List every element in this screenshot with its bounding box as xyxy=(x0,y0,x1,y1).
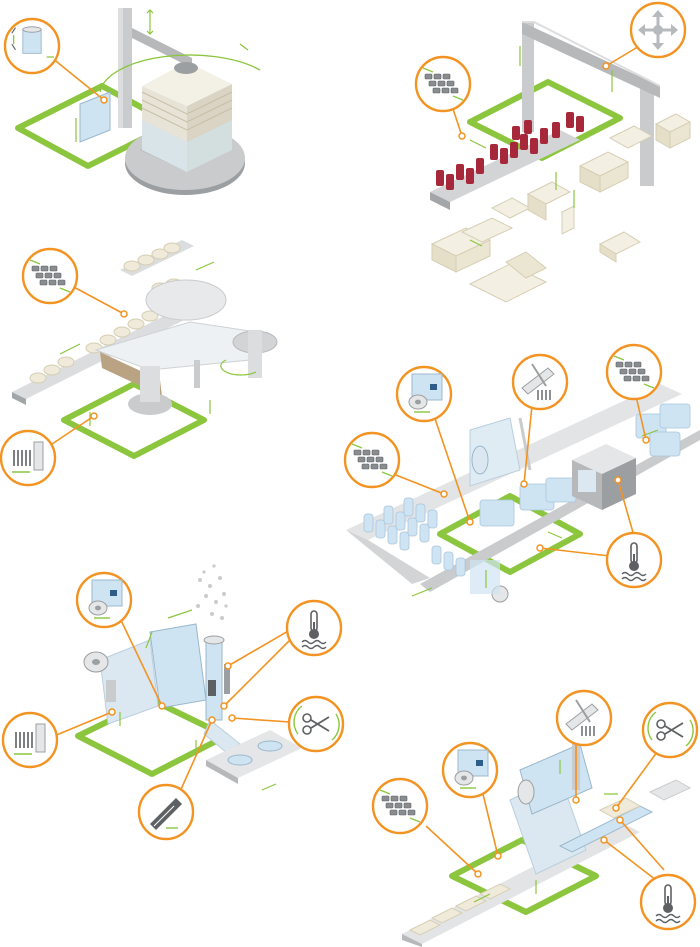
scene-shrink-tunnel xyxy=(343,343,700,603)
callout-film-roll xyxy=(75,571,133,629)
callout-film-roll xyxy=(3,17,61,75)
infeed-conveyor xyxy=(430,130,580,202)
callout-thermometer xyxy=(605,531,663,589)
callout-bottles xyxy=(21,247,79,305)
callout-four-way-arrows xyxy=(629,1,687,59)
seal-jaw xyxy=(208,680,216,696)
callout-scissors xyxy=(287,695,345,753)
top-arm xyxy=(132,28,192,68)
scene-stretch-wrapper xyxy=(3,8,261,195)
callout-scissors xyxy=(641,701,699,759)
cartons xyxy=(430,113,692,303)
green-footprint xyxy=(61,381,207,459)
bottle-cluster xyxy=(436,112,584,190)
callout-film-roll xyxy=(395,365,453,423)
callout-thermometer xyxy=(285,599,343,657)
wrapped-packs xyxy=(558,805,654,853)
callout-pressure-roller xyxy=(555,689,613,747)
callout-spring xyxy=(1,711,59,769)
scene-flow-wrapper xyxy=(371,689,699,947)
scene-case-packer xyxy=(414,1,692,303)
callout-bottles xyxy=(605,343,663,401)
product-particles xyxy=(196,564,228,620)
star-wheel xyxy=(145,279,227,321)
callout-pressure-roller xyxy=(511,353,569,411)
callout-spring xyxy=(0,429,57,487)
callout-bottles xyxy=(371,777,429,835)
gantry-beam xyxy=(522,22,660,98)
shrink-tunnel xyxy=(572,444,636,474)
scene-carousel-labeler xyxy=(0,240,278,487)
callout-blade xyxy=(137,783,195,841)
scene-vertical-form-fill-seal xyxy=(1,564,345,841)
callout-thermometer xyxy=(639,873,697,931)
callout-bottles-second xyxy=(343,431,401,489)
callout-film-roll xyxy=(441,741,499,799)
film-web xyxy=(149,623,207,709)
callout-bottles xyxy=(414,55,472,113)
carousel xyxy=(128,393,172,415)
